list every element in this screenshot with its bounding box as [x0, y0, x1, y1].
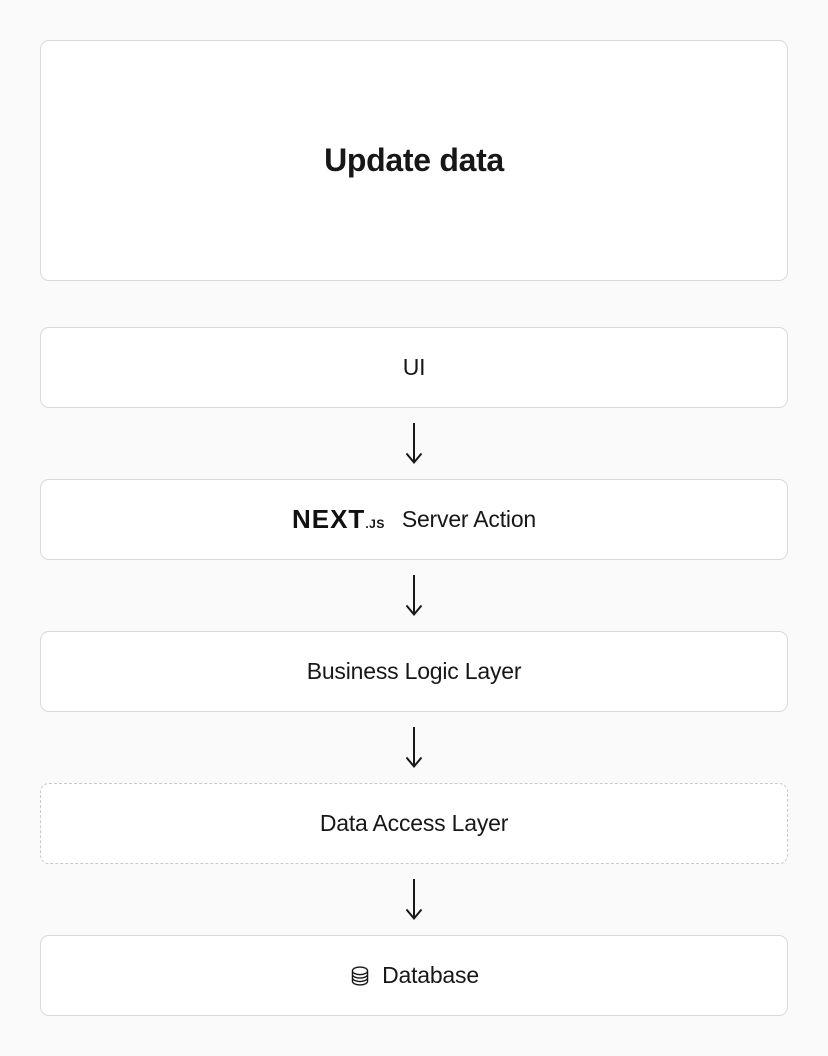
down-arrow-icon: [405, 574, 423, 616]
node-database: Database: [40, 935, 788, 1016]
down-arrow-icon: [405, 878, 423, 920]
node-business-logic-layer: Business Logic Layer: [40, 631, 788, 712]
node-business-logic-label: Business Logic Layer: [306, 658, 522, 684]
nextjs-logo-suffix: .JS: [365, 517, 385, 531]
node-database-label: Database: [382, 962, 479, 988]
nextjs-logo-wordmark: NEXT: [291, 504, 366, 534]
flow-arrow-1: [40, 408, 788, 479]
flow-arrow-3: [40, 712, 788, 783]
down-arrow-icon: [405, 422, 423, 464]
flow-arrow-4: [40, 864, 788, 935]
node-ui: UI: [40, 327, 788, 408]
node-nextjs-server-action: NEXT.JS Server Action: [40, 479, 788, 560]
diagram-title: Update data: [324, 142, 504, 178]
node-data-access-layer: Data Access Layer: [40, 783, 788, 864]
node-data-access-label: Data Access Layer: [319, 810, 509, 836]
node-ui-label: UI: [402, 354, 426, 380]
title-card: Update data: [40, 40, 788, 281]
down-arrow-icon: [405, 726, 423, 768]
node-server-action-label: Server Action: [401, 506, 537, 532]
flow-arrow-2: [40, 560, 788, 631]
nextjs-logo: NEXT.JS: [292, 504, 385, 535]
database-icon: [349, 965, 371, 987]
